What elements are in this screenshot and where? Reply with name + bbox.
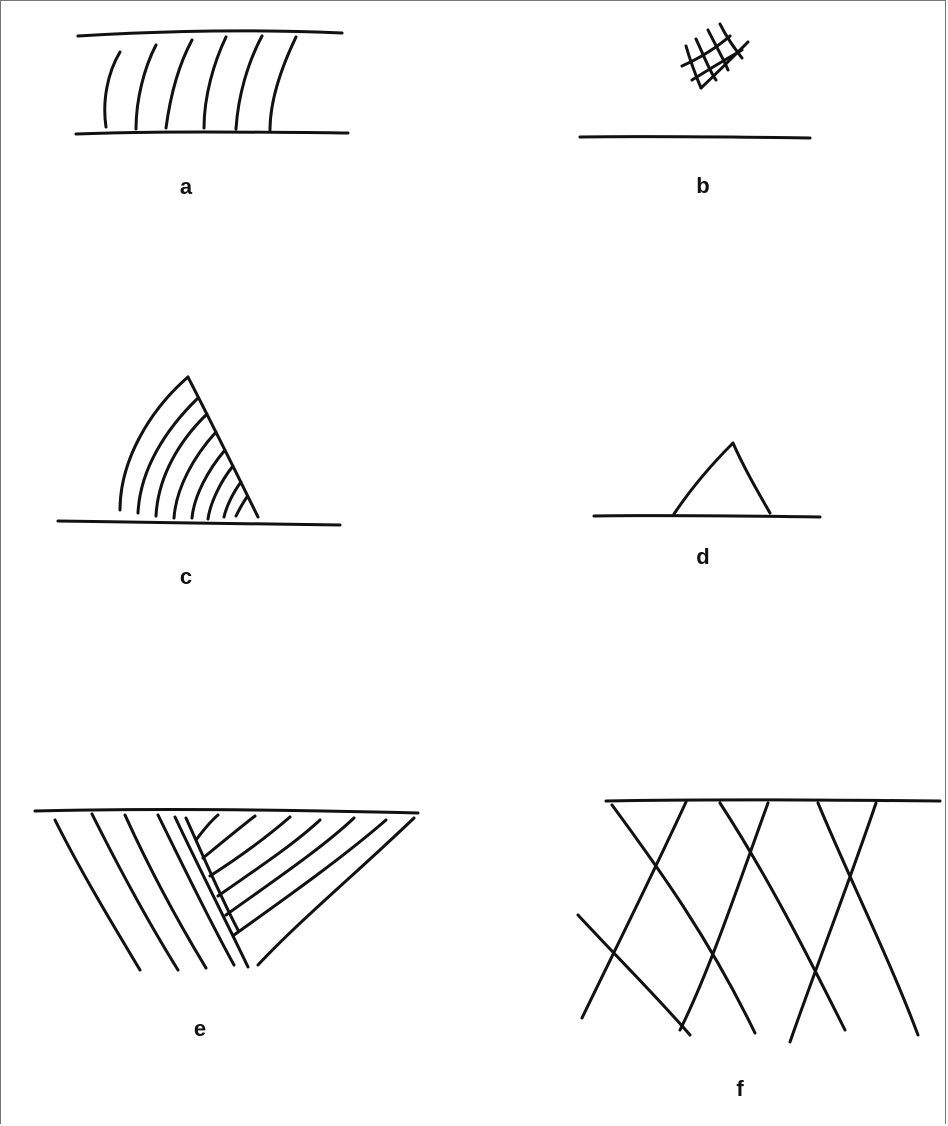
panel-d-drawing (594, 443, 820, 517)
panel-label-e: e (185, 1018, 215, 1040)
panel-label-a: a (171, 176, 201, 198)
panel-a-drawing (76, 31, 348, 134)
panel-label-c: c (171, 566, 201, 588)
panel-label-b: b (688, 175, 718, 197)
panel-c-drawing (58, 377, 340, 525)
panel-e-drawing (35, 810, 418, 970)
panel-label-d: d (688, 546, 718, 568)
panel-b-drawing (580, 24, 810, 138)
panel-label-f: f (725, 1078, 755, 1100)
panel-f-drawing (578, 800, 940, 1042)
